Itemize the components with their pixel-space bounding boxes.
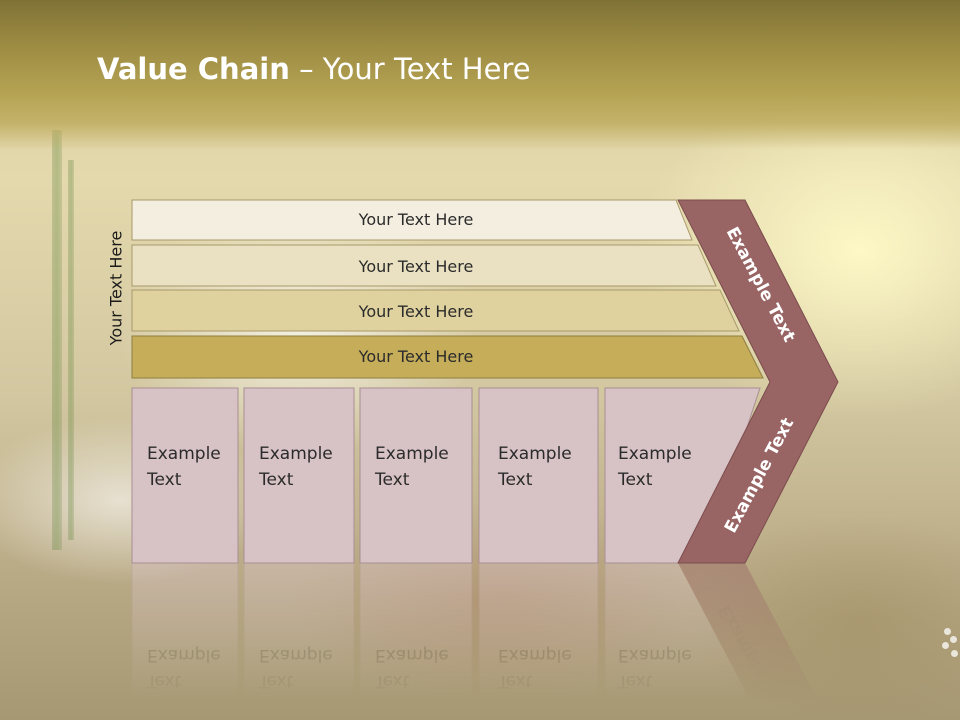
column-text: Text xyxy=(617,470,653,490)
background-stem xyxy=(68,160,74,540)
title-bold: Value Chain xyxy=(97,52,290,86)
column-text: Example xyxy=(147,444,221,464)
reflection-text: Text xyxy=(258,671,294,691)
band-label: Your Text Here xyxy=(358,347,474,366)
column-1 xyxy=(131,387,239,564)
reflection-text: Text xyxy=(497,671,533,691)
column-text: Example xyxy=(259,444,333,464)
band-4 xyxy=(131,335,764,379)
column-3 xyxy=(359,387,473,564)
column-4 xyxy=(478,387,599,564)
reflection-text: Example xyxy=(259,645,333,665)
title-bar xyxy=(0,0,960,150)
reflection-text: Example xyxy=(618,645,692,665)
reflection-text: Text xyxy=(617,671,653,691)
band-label: Your Text Here xyxy=(358,302,474,321)
band-1 xyxy=(131,199,693,241)
reflection-text: Text xyxy=(146,671,182,691)
band-label: Your Text Here xyxy=(358,257,474,276)
band-2 xyxy=(131,244,717,287)
reflection-text: Example xyxy=(147,645,221,665)
column-text: Example xyxy=(498,444,572,464)
band-3 xyxy=(131,289,740,332)
column-text: Text xyxy=(146,470,182,490)
column-2 xyxy=(243,387,355,564)
reflection: Example Text Example Text Example Text E… xyxy=(131,562,829,720)
column-text: Example xyxy=(375,444,449,464)
reflection-text: Text xyxy=(374,671,410,691)
column-text: Example xyxy=(618,444,692,464)
background-stem xyxy=(52,130,62,550)
column-text: Text xyxy=(497,470,533,490)
band-label: Your Text Here xyxy=(358,210,474,229)
column-text: Text xyxy=(374,470,410,490)
reflection-text: Example xyxy=(498,645,572,665)
reflection-text: Example xyxy=(375,645,449,665)
column-text: Text xyxy=(258,470,294,490)
slide-title: Value Chain – Your Text Here xyxy=(97,52,531,86)
title-rest: – Your Text Here xyxy=(289,52,531,86)
margin-chevron xyxy=(677,199,839,564)
